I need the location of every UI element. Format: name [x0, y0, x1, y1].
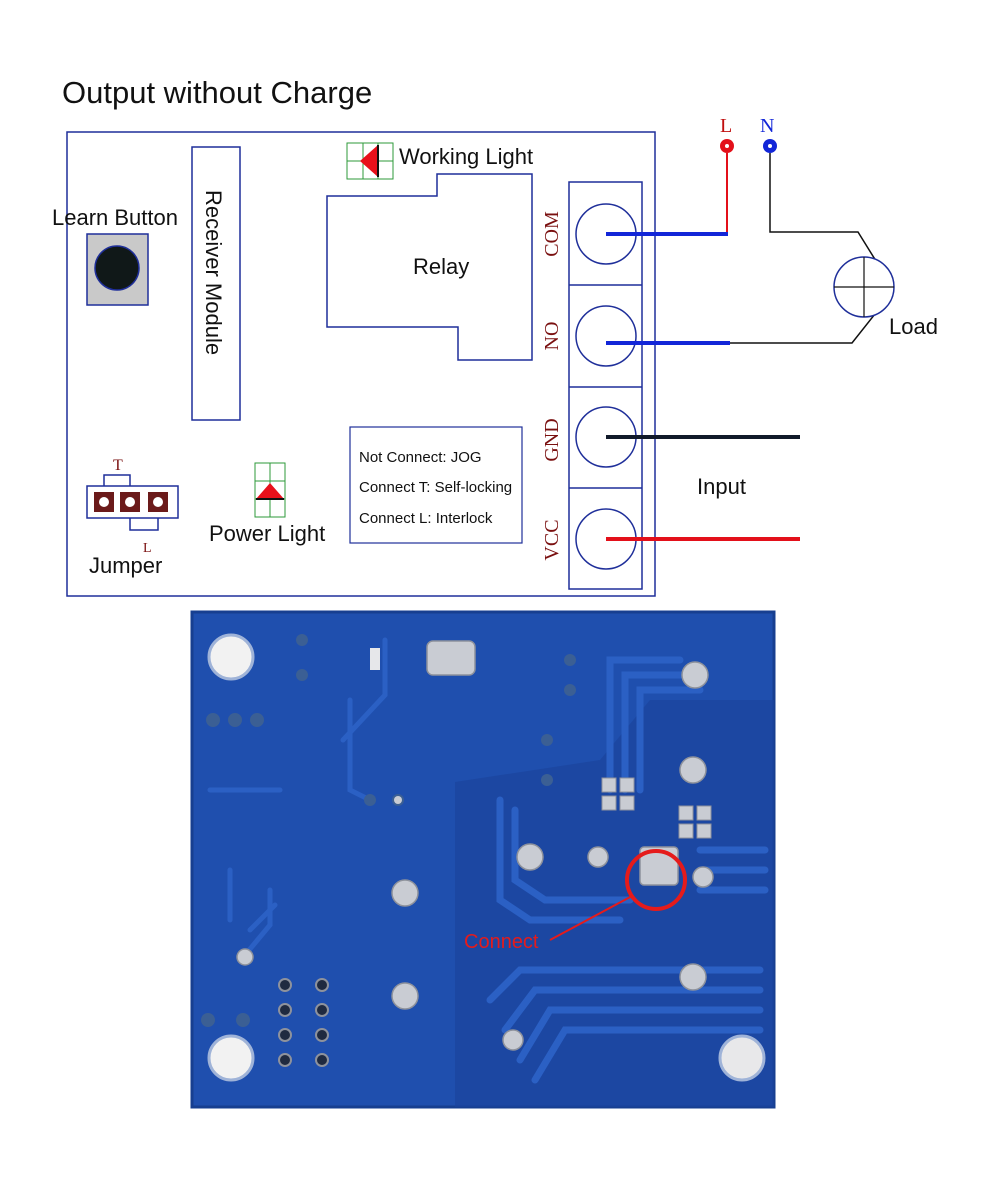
- relay-label: Relay: [413, 254, 469, 279]
- connect-highlight-circle: [625, 849, 687, 911]
- terminal-label-vcc: VCC: [541, 519, 563, 560]
- jumper-note-1: Not Connect: JOG: [359, 449, 482, 466]
- load-lamp: [833, 256, 895, 318]
- jumper-l-label: L: [143, 541, 152, 556]
- jumper-note-3: Connect L: Interlock: [359, 510, 493, 527]
- relay-outline: [326, 173, 533, 361]
- power-light-led: [254, 462, 286, 518]
- jumper-notes-box: [349, 426, 523, 544]
- learn-button: [86, 233, 149, 306]
- working-light-led: [346, 142, 394, 180]
- terminal-label-com: COM: [541, 211, 563, 257]
- receiver-module: [191, 146, 241, 421]
- connect-label: Connect: [464, 931, 539, 953]
- terminal-label-gnd: GND: [541, 418, 563, 461]
- terminal-label-no: NO: [541, 322, 563, 351]
- jumper-label: Jumper: [89, 553, 162, 578]
- learn-button-label: Learn Button: [52, 205, 178, 230]
- load-label: Load: [889, 314, 938, 339]
- jumper-header: [86, 474, 179, 531]
- working-light-label: Working Light: [399, 144, 533, 169]
- input-label: Input: [697, 474, 746, 499]
- jumper-note-2: Connect T: Self-locking: [359, 479, 512, 496]
- diagram-title: Output without Charge: [62, 75, 372, 110]
- board-outline: [66, 131, 656, 597]
- terminal-block: [568, 181, 643, 590]
- power-light-label: Power Light: [209, 521, 325, 546]
- jumper-t-label: T: [113, 457, 123, 474]
- pcb-photo: [190, 610, 776, 1109]
- connect-pointer-line: [549, 895, 633, 941]
- receiver-module-label: Receiver Module: [201, 190, 226, 355]
- mains-l-label: L: [720, 115, 732, 137]
- mains-n-label: N: [760, 115, 774, 137]
